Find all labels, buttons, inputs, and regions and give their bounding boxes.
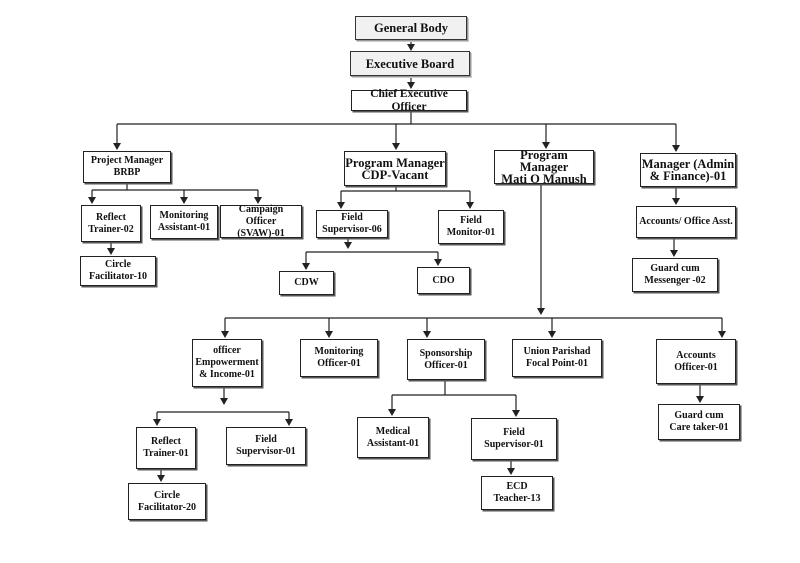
node-cdo: CDO xyxy=(417,267,470,294)
node-medical-assistant: Medical Assistant-01 xyxy=(357,417,429,458)
node-chief-executive-officer: Chief Executive Officer xyxy=(351,88,467,113)
node-field-supervisor-01-empowerment: Field Supervisor-01 xyxy=(226,427,306,465)
node-officer-empowerment-income: officer Empowerment & Income-01 xyxy=(192,339,262,387)
node-circle-facilitator-10: Circle Facilitator-10 xyxy=(80,256,156,286)
node-manager-admin-finance: Manager (Admin & Finance)-01 xyxy=(640,153,736,187)
node-pm-mati-o-manush: Program Manager Mati O Manush xyxy=(494,149,594,185)
node-reflect-trainer-01: Reflect Trainer-01 xyxy=(136,427,196,469)
node-sponsorship-officer: Sponsorship Officer-01 xyxy=(407,339,485,380)
node-reflect-trainer-02: Reflect Trainer-02 xyxy=(81,205,141,242)
node-field-supervisor-06: Field Supervisor-06 xyxy=(316,210,388,238)
node-union-parishad-focal-point: Union Parishad Focal Point-01 xyxy=(512,339,602,377)
node-pm-cdp: Program Manager CDP-Vacant xyxy=(344,151,446,186)
node-circle-facilitator-20: Circle Facilitator-20 xyxy=(128,483,206,520)
node-accounts-officer: Accounts Officer-01 xyxy=(656,339,736,384)
node-guard-caretaker: Guard cum Care taker-01 xyxy=(658,404,740,440)
node-monitoring-officer: Monitoring Officer-01 xyxy=(300,339,378,377)
node-general-body: General Body xyxy=(355,16,467,40)
node-campaign-officer: Campaign Officer (SVAW)-01 xyxy=(220,204,302,239)
node-field-monitor: Field Monitor-01 xyxy=(438,210,504,244)
node-cdw: CDW xyxy=(279,271,334,295)
node-accounts-office-asst: Accounts/ Office Asst. xyxy=(636,206,736,238)
node-executive-board: Executive Board xyxy=(350,51,470,76)
node-pm-brbp: Project Manager BRBP xyxy=(83,151,171,183)
node-field-supervisor-01-sponsorship: Field Supervisor-01 xyxy=(471,418,557,460)
node-ecd-teacher: ECD Teacher-13 xyxy=(481,476,553,510)
node-guard-messenger: Guard cum Messenger -02 xyxy=(632,258,718,292)
node-monitoring-assistant: Monitoring Assistant-01 xyxy=(150,205,218,239)
